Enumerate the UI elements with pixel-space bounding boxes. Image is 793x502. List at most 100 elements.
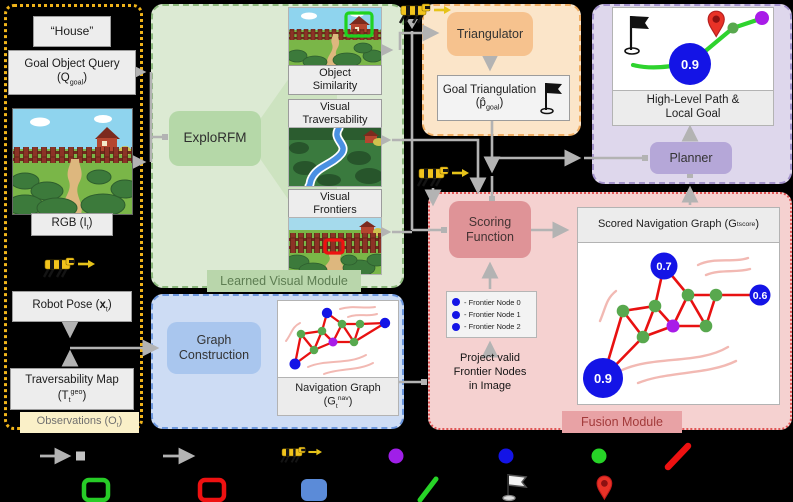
- graph-nodes-frontier: [289, 307, 391, 370]
- local-goal-score: 0.9: [681, 57, 699, 72]
- arrow-similarity-to-triangulator: [376, 24, 440, 59]
- legend-robot-icon: [280, 446, 322, 463]
- goal-triangulation-box: Goal Triangulation (p̂goal): [437, 75, 570, 121]
- heading-arrow-icon: [452, 169, 469, 177]
- traversability-map-box: Traversability Map (Ttgeo): [10, 368, 134, 410]
- terrain-contours: [598, 256, 752, 385]
- legend-arrow-with-connector-icon: [40, 447, 85, 465]
- frontier-score-bottom: 0.9: [594, 371, 612, 386]
- object-similarity-label: Object Similarity: [288, 65, 382, 95]
- house-query-box: “House”: [33, 16, 111, 47]
- visual-frontiers-image: [288, 217, 382, 275]
- goal-object-query-box: Goal Object Query (Qgoal): [8, 50, 136, 95]
- heading-arrow-icon: [78, 260, 95, 268]
- goal-pin-icon: [707, 10, 725, 38]
- visual-traversability-image: [288, 127, 382, 187]
- navigation-graph-label: Navigation Graph (Gtnav): [278, 377, 398, 415]
- navigation-graph-panel: Navigation Graph (Gtnav): [277, 300, 399, 416]
- arrow-goaltri-down: [483, 119, 642, 196]
- triangulator-label: Triangulator: [456, 26, 524, 41]
- project-frontier-text: Project valid Frontier Nodes in Image: [453, 352, 527, 392]
- legend-purple-node-icon: [388, 448, 404, 464]
- goal-triangulation-symbol: (p̂goal): [475, 97, 504, 112]
- terrain-contours: [285, 306, 378, 375]
- rgb-label: RGB (It): [51, 217, 93, 232]
- graph-construction-box: Graph Construction: [167, 322, 261, 374]
- heading-arrow-icon: [434, 6, 451, 14]
- graph-edges: [293, 312, 386, 365]
- graph-node-purple: [328, 337, 338, 347]
- arrow-traversability-to-scoring: [374, 131, 487, 195]
- graph-nodes-green: [616, 288, 723, 344]
- legend-pin-icon: [596, 475, 613, 501]
- robot-pose-icon: [42, 257, 95, 278]
- legend-red-box-icon: [197, 477, 227, 502]
- frontier-score-right: 0.6: [753, 290, 768, 302]
- rgb-image: [12, 108, 133, 215]
- goal-flag-icon: [540, 83, 563, 115]
- scoring-function-box: Scoring Function: [449, 201, 531, 258]
- legend-icons: [40, 442, 692, 502]
- frontier-node-dot: [452, 322, 460, 331]
- goal-flag-icon: [624, 16, 649, 55]
- goal-query-symbol: (Qgoal): [56, 71, 88, 87]
- frontier-score-top: 0.7: [656, 261, 671, 273]
- frontier-highlight-box: [323, 238, 345, 255]
- visual-traversability-label: Visual Traversability: [288, 99, 382, 129]
- goal-query-line1: Goal Object Query: [24, 58, 120, 71]
- frontier-legend-row: - Frontier Node 2: [452, 322, 531, 331]
- frontier-node-dot: [452, 310, 460, 319]
- triangulator-box: Triangulator: [447, 12, 533, 56]
- scoring-pose-icon: [416, 166, 469, 187]
- legend-blue-box-icon: [301, 479, 327, 501]
- arrow-pose-bus: [410, 31, 442, 232]
- goal-triangulation-line1: Goal Triangulation: [442, 83, 537, 96]
- graph-node-purple: [666, 319, 680, 333]
- legend-green-box-icon: [81, 477, 111, 502]
- local-goal-node: [669, 43, 711, 85]
- learned-visual-module-label: Learned Visual Module: [207, 270, 361, 292]
- scored-frontier-nodes: [583, 252, 771, 398]
- rgb-label-box: RGB (It): [31, 213, 113, 236]
- trav-map-line1: Traversability Map: [25, 373, 119, 386]
- fusion-module-label: Fusion Module: [562, 411, 682, 433]
- legend-red-edge-icon: [664, 442, 692, 471]
- path-node-green: [727, 22, 739, 34]
- traversable-path: [306, 128, 346, 186]
- legend-blue-node-icon: [498, 448, 514, 464]
- path-node-purple: [755, 11, 769, 25]
- arrow-pose-trav-junction: [61, 320, 160, 367]
- robot-pose-box: Robot Pose (xt): [12, 291, 132, 322]
- robot-pose-label: Robot Pose (xt): [32, 299, 112, 314]
- explorfm-box: ExploRFM: [169, 111, 261, 166]
- triangulator-pose-icon: [398, 3, 451, 24]
- object-similarity-image: [288, 7, 382, 67]
- trav-map-symbol: (Ttgeo): [57, 387, 87, 404]
- robot-icon: [398, 3, 431, 24]
- robot-icon: [416, 166, 449, 187]
- frontier-legend-row: - Frontier Node 0: [452, 298, 531, 307]
- observations-label: Observations (Ot): [20, 412, 139, 433]
- navigation-graph-image: [285, 306, 391, 375]
- frontier-legend-row: - Frontier Node 1: [452, 310, 531, 319]
- frontier-node-dot: [452, 298, 460, 307]
- path-image: 0.9: [624, 10, 769, 85]
- explorfm-label: ExploRFM: [183, 130, 247, 146]
- visual-frontiers-label: Visual Frontiers: [288, 189, 382, 219]
- scored-graph-image: 0.7 0.6 0.9: [583, 252, 771, 398]
- graph-edges: [601, 265, 760, 379]
- legend-green-node-icon: [591, 448, 607, 464]
- planner-label: Planner: [669, 150, 713, 165]
- robot-icon: [42, 257, 75, 278]
- legend-green-edge-icon: [417, 476, 439, 502]
- planner-box: Planner: [650, 142, 732, 174]
- similarity-highlight-box: [344, 11, 374, 38]
- graph-nodes-green: [296, 319, 365, 355]
- high-level-path-label: High-Level Path & Local Goal: [613, 90, 773, 125]
- frontier-node-legend: - Frontier Node 0 - Frontier Node 1 - Fr…: [446, 291, 537, 338]
- house-label: “House”: [50, 24, 94, 39]
